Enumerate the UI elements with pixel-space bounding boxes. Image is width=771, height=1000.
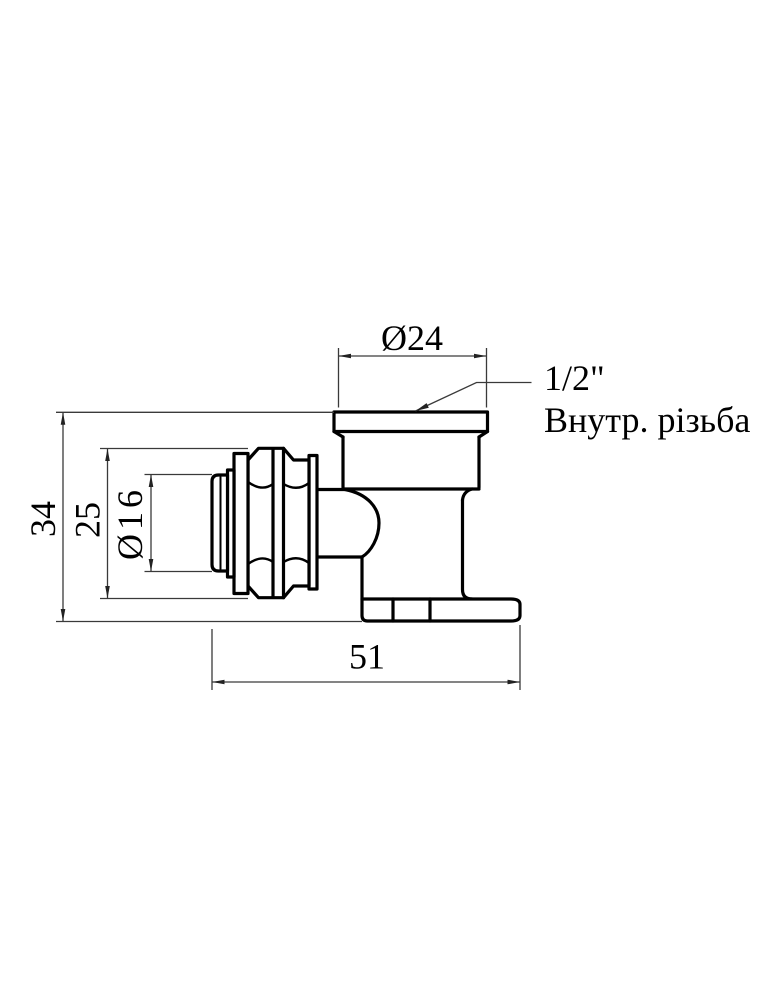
dim-nut-height bbox=[100, 447, 248, 600]
socket-neck-right bbox=[460, 487, 474, 502]
dim-socket-diameter bbox=[337, 348, 488, 408]
fitting-outline bbox=[210, 410, 522, 623]
dim-overall-height bbox=[56, 411, 362, 623]
dimension-lines bbox=[56, 348, 532, 690]
dim-length-arrow-right bbox=[507, 679, 520, 685]
dim-nut-extension-lines bbox=[100, 447, 248, 600]
dim-pipe-arrow-top bbox=[148, 474, 154, 487]
dim-length-extension-lines bbox=[211, 625, 521, 690]
label-thread-type: Внутр. різьба bbox=[544, 400, 750, 440]
label-socket-diameter: Ø24 bbox=[381, 318, 443, 358]
union-nut-facet-lines bbox=[271, 446, 286, 600]
dim-socket-arrow-left bbox=[338, 353, 351, 359]
dim-socket-extension-lines bbox=[337, 348, 488, 408]
dim-pipe-arrow-bottom bbox=[148, 559, 154, 572]
union-tube bbox=[315, 487, 364, 559]
dim-nut-arrow-bottom bbox=[105, 586, 110, 599]
dim-socket-arrow-right bbox=[474, 353, 487, 359]
label-overall-height: 34 bbox=[23, 501, 63, 537]
dim-length-arrow-left bbox=[212, 679, 225, 685]
dim-nut-arrow-top bbox=[105, 448, 110, 461]
leader-line bbox=[415, 381, 532, 412]
dimension-labels: Ø24 34 25 Ø16 51 1/2" Внутр. різьба bbox=[23, 318, 750, 677]
nut-facet-arc-bottom-left bbox=[246, 557, 275, 566]
socket-flange-chamfer bbox=[332, 429, 490, 439]
socket-flange bbox=[332, 410, 490, 434]
label-pipe-diameter: Ø16 bbox=[110, 486, 150, 560]
nut-facet-arc-bottom-right bbox=[282, 557, 311, 565]
nut-facet-arc-top-right bbox=[282, 481, 311, 489]
dim-height-arrow-bottom bbox=[60, 609, 66, 622]
fitting-detail-lines bbox=[219, 476, 311, 570]
nut-facet-arc-top-left bbox=[246, 480, 275, 489]
foot-flange bbox=[360, 597, 522, 623]
foot-division-lines bbox=[391, 597, 432, 623]
thread-callout-leader bbox=[415, 381, 532, 412]
body-right-edge bbox=[460, 498, 474, 601]
union-ring-left bbox=[232, 451, 250, 596]
body-bulge bbox=[343, 487, 381, 559]
union-nut bbox=[246, 446, 311, 600]
dim-height-extension-lines bbox=[56, 411, 362, 623]
dim-height-arrow-top bbox=[60, 412, 66, 425]
dim-pipe-extension-lines bbox=[144, 473, 212, 573]
leader-arrowhead bbox=[415, 403, 429, 411]
label-thread-size: 1/2" bbox=[544, 358, 605, 398]
label-nut-height: 25 bbox=[68, 502, 108, 538]
socket-body bbox=[341, 435, 481, 491]
label-overall-length: 51 bbox=[349, 637, 385, 677]
dim-pipe-diameter bbox=[144, 473, 212, 573]
dim-overall-length bbox=[211, 625, 521, 690]
